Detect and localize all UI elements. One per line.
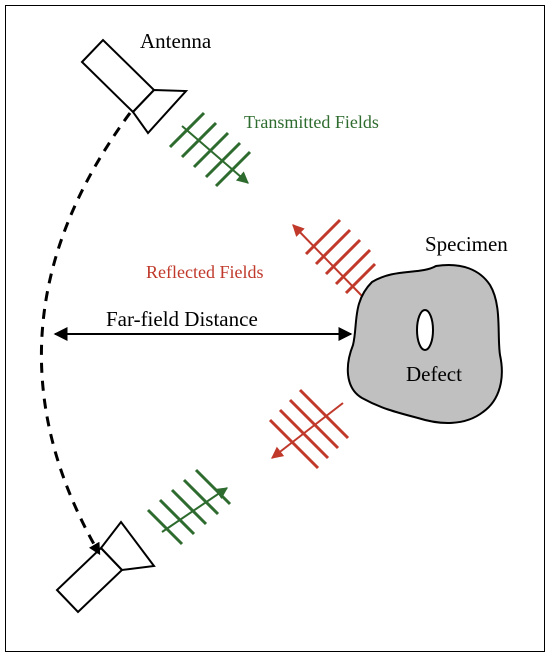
defect-label: Defect <box>406 362 462 386</box>
figure-border <box>5 5 545 652</box>
transmitted-fields-label: Transmitted Fields <box>244 112 379 132</box>
transmitted-fields-top <box>168 111 252 188</box>
reflected-fields-label: Reflected Fields <box>146 262 263 282</box>
far-field-distance-label: Far-field Distance <box>106 307 258 331</box>
defect-void <box>416 309 434 351</box>
top-antenna <box>80 38 189 135</box>
transmitted-fields-bottom <box>146 468 232 546</box>
bottom-antenna <box>55 520 156 614</box>
reflected-fields-bottom <box>268 388 350 470</box>
movement-arc <box>39 112 132 556</box>
antenna-label: Antenna <box>140 29 212 53</box>
specimen-label: Specimen <box>425 232 508 256</box>
reflected-fields-top <box>292 218 377 297</box>
